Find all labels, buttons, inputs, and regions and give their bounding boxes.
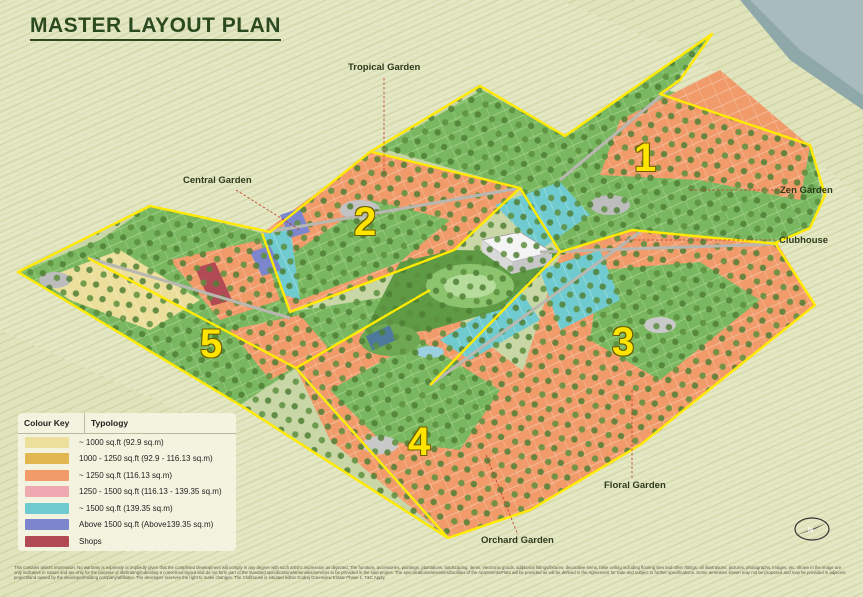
- floral-garden-label: Floral Garden: [604, 480, 666, 491]
- legend-swatch: [25, 519, 69, 531]
- disclaimer-text: This contains artist's impression. No wa…: [14, 565, 846, 581]
- legend-swatch: [25, 502, 69, 514]
- legend-swatch: [25, 469, 69, 481]
- colour-key-legend: Colour Key Typology ~ 1000 sq.ft (92.9 s…: [18, 413, 236, 551]
- orchard-garden-label: Orchard Garden: [481, 535, 554, 546]
- legend-label: Above 1500 sq.ft (Above139.35 sq.m): [79, 520, 214, 530]
- legend-item: ~ 1250 sq.ft (116.13 sq.m): [18, 467, 236, 484]
- legend-label: ~ 1000 sq.ft (92.9 sq.m): [79, 437, 164, 447]
- legend-label: ~ 1500 sq.ft (139.35 sq.m): [79, 503, 173, 513]
- legend-item: 1250 - 1500 sq.ft (116.13 - 139.35 sq.m): [18, 484, 236, 501]
- legend-swatch: [25, 486, 69, 498]
- compass-icon: N: [794, 517, 830, 541]
- zone-2-number: 2: [354, 200, 377, 244]
- legend-rows: ~ 1000 sq.ft (92.9 sq.m) 1000 - 1250 sq.f…: [18, 434, 236, 550]
- legend-swatch: [25, 453, 69, 465]
- clubhouse-label: Clubhouse: [779, 235, 829, 246]
- legend-swatch: [25, 436, 69, 448]
- legend-label: 1250 - 1500 sq.ft (116.13 - 139.35 sq.m): [79, 487, 222, 497]
- legend-label: ~ 1250 sq.ft (116.13 sq.m): [79, 470, 173, 480]
- svg-text:N: N: [808, 527, 813, 534]
- zen-garden-label: Zen Garden: [780, 185, 833, 196]
- legend-swatch: [25, 535, 69, 547]
- legend-item: 1000 - 1250 sq.ft (92.9 - 116.13 sq.m): [18, 451, 236, 468]
- legend-item: ~ 1000 sq.ft (92.9 sq.m): [18, 434, 236, 451]
- legend-item: Above 1500 sq.ft (Above139.35 sq.m): [18, 517, 236, 534]
- typology-header: Typology: [91, 418, 129, 428]
- zone-3-number: 3: [612, 320, 635, 364]
- page-title: MASTER LAYOUT PLAN: [30, 14, 281, 41]
- legend-header: Colour Key Typology: [18, 413, 236, 434]
- legend-item: ~ 1500 sq.ft (139.35 sq.m): [18, 500, 236, 517]
- legend-label: 1000 - 1250 sq.ft (92.9 - 116.13 sq.m): [79, 454, 213, 464]
- tropical-garden-label: Tropical Garden: [348, 62, 421, 73]
- legend-label: Shops: [79, 536, 102, 546]
- zone-1-number: 1: [634, 136, 657, 180]
- zone-5-number: 5: [200, 322, 223, 366]
- central-garden-label: Central Garden: [183, 175, 252, 186]
- zone-4-number: 4: [408, 420, 431, 464]
- colour-key-header: Colour Key: [18, 413, 85, 433]
- legend-item: Shops: [18, 533, 236, 550]
